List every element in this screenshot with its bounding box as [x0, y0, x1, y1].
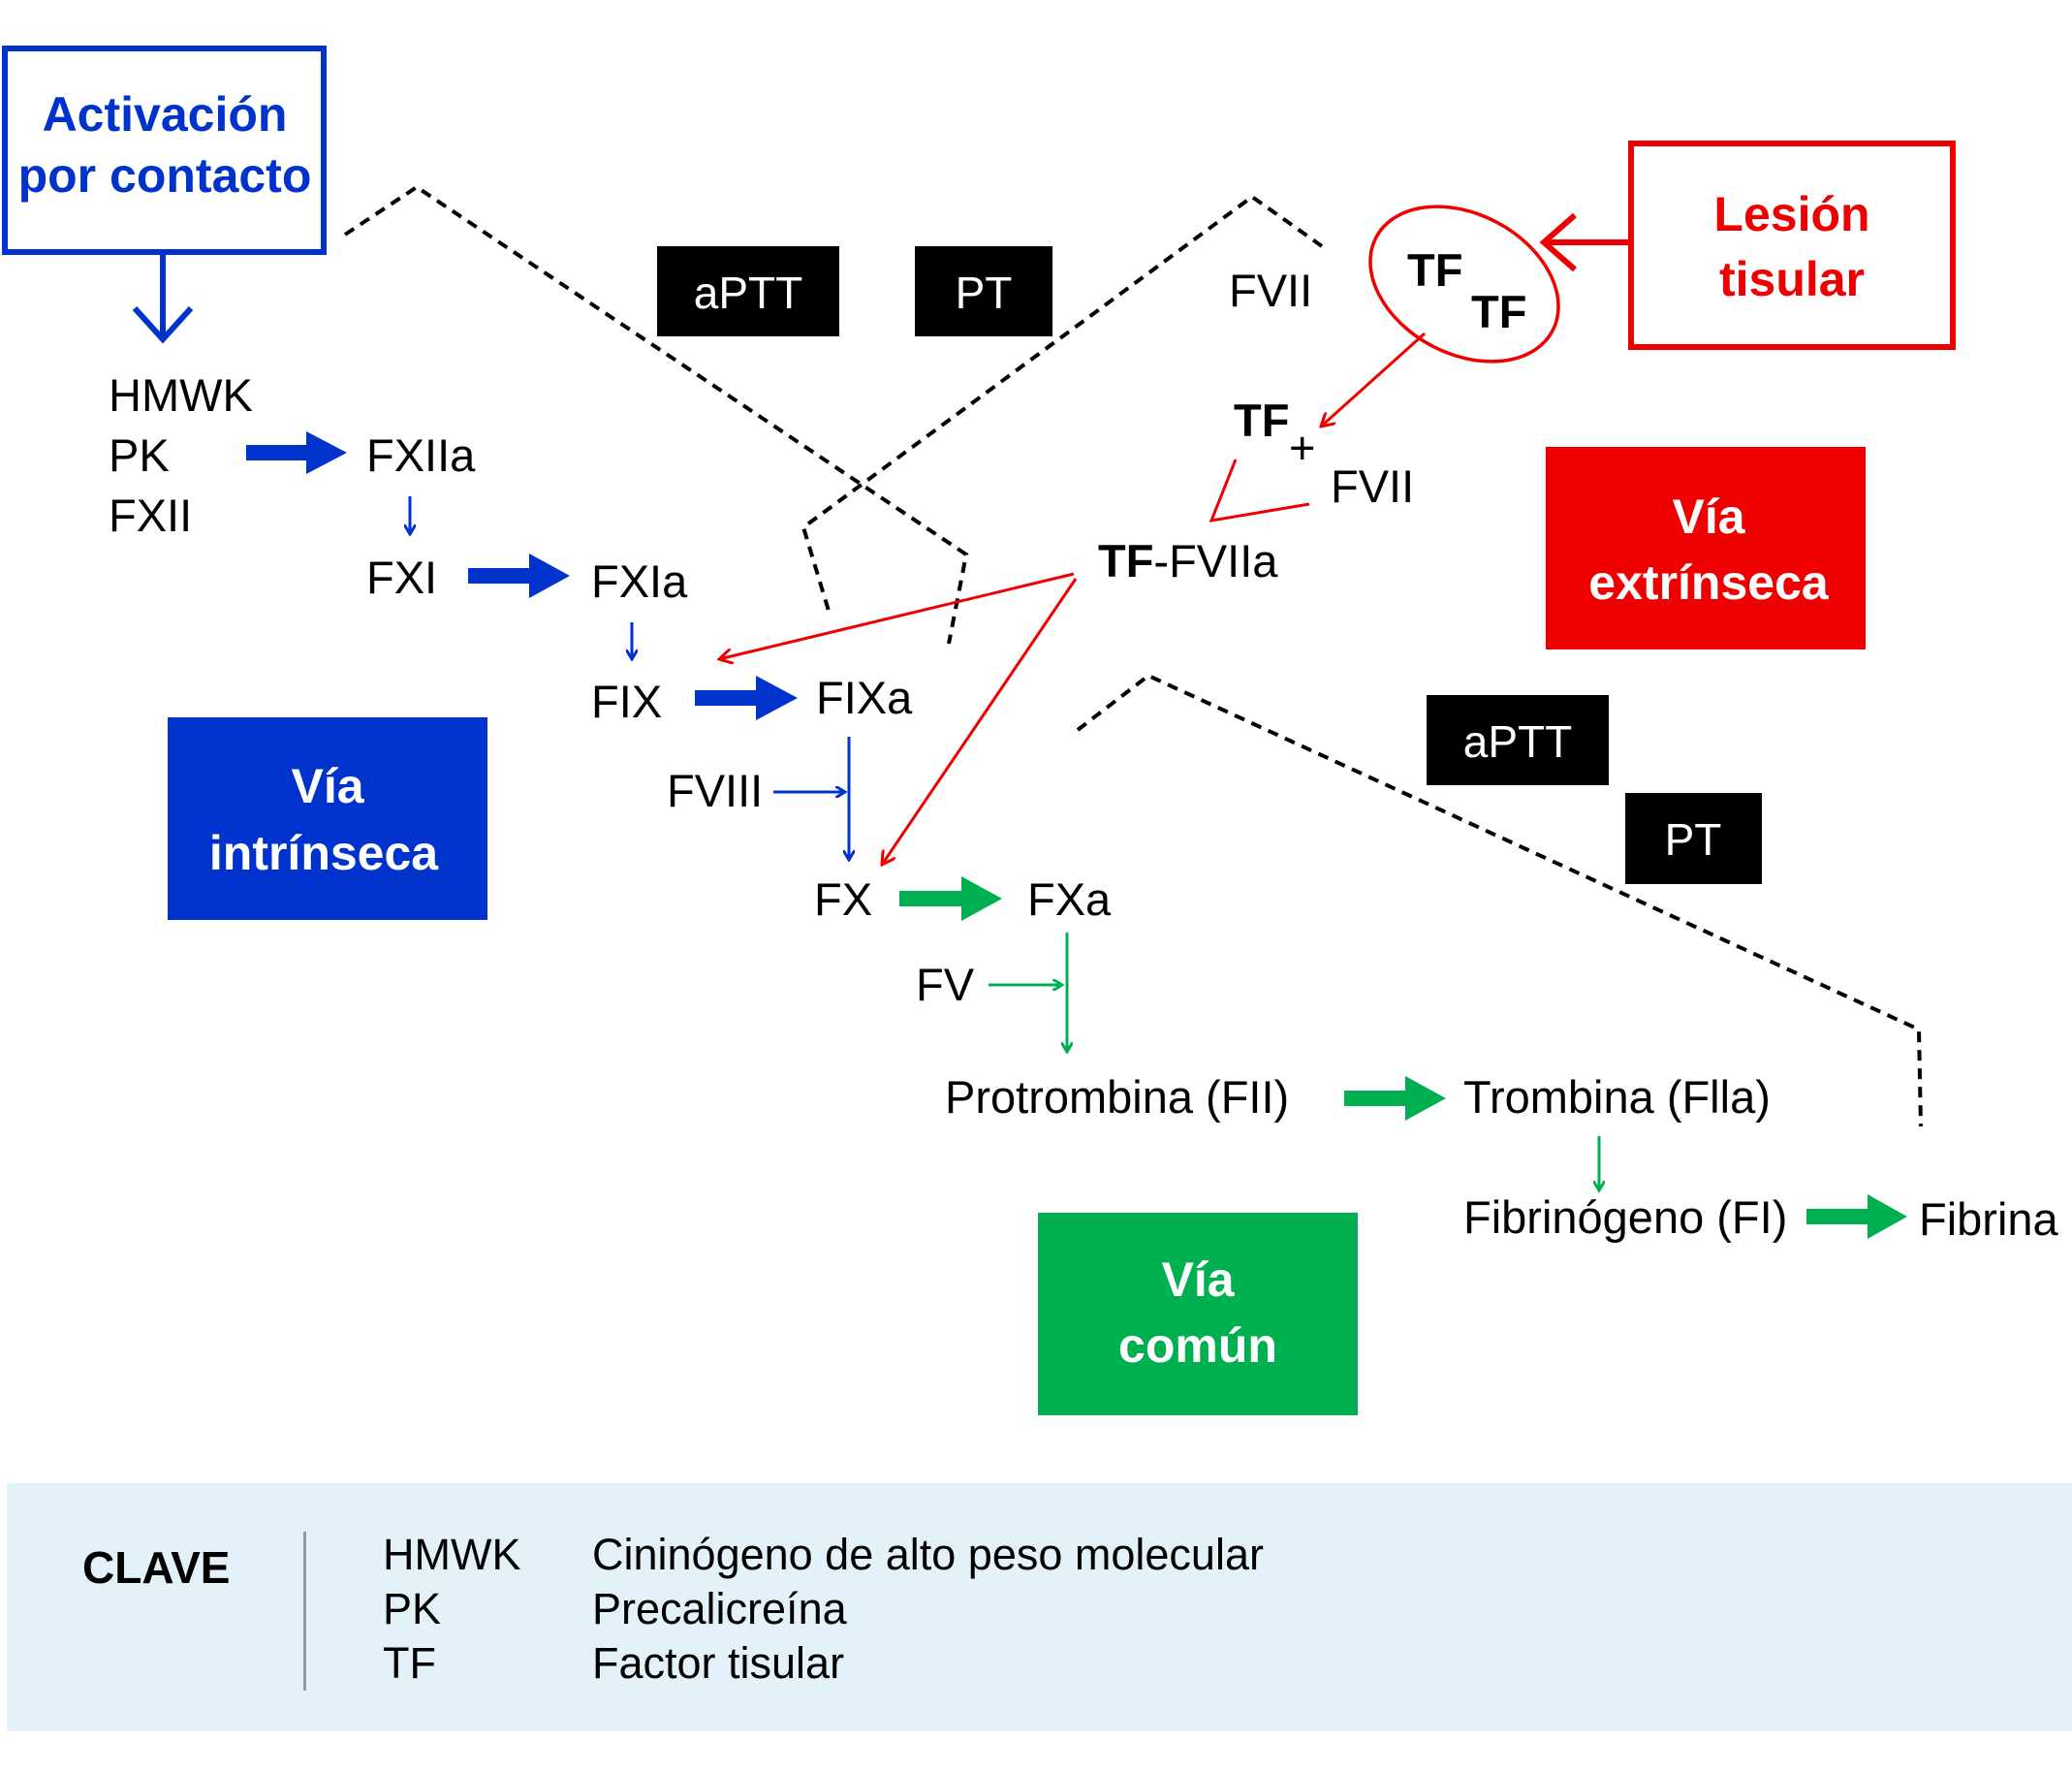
factor-fibrin: Fibrina — [1919, 1193, 2059, 1245]
tf-label-c: TF — [1234, 395, 1289, 446]
key-divider — [303, 1532, 306, 1691]
tf-fviia-rest-part: -FVIIa — [1153, 535, 1278, 586]
contact-activation-line2: por contacto — [18, 148, 312, 203]
common-pathway-box: Vía común — [1038, 1213, 1358, 1415]
tf-fviia-complex: TF-FVIIa — [1098, 535, 1278, 586]
factor-fxia: FXIa — [591, 555, 688, 607]
contact-activation-box: Activación por contacto — [2, 46, 327, 255]
arrow-fibrinogen-to-fibrin — [1806, 1194, 1907, 1239]
aptt-bracket-intrinsic — [343, 184, 969, 645]
extrinsic-pathway-line2: extrínseca — [1588, 555, 1830, 610]
tissue-injury-line1: Lesión — [1713, 187, 1869, 241]
arrow-fix-to-fixa — [695, 676, 798, 720]
factor-fx: FX — [814, 873, 872, 925]
pt-test-box-right: PT — [1625, 793, 1762, 884]
factor-fvii-mid: FVII — [1331, 460, 1414, 512]
key-definition: Precalicreína — [592, 1584, 847, 1633]
aptt-test-box-top: aPTT — [657, 246, 839, 336]
contact-activation-arrow — [132, 255, 194, 344]
intrinsic-pathway-line2: intrínseca — [209, 826, 439, 880]
key-panel: CLAVE HMWK Cininógeno de alto peso molec… — [7, 1483, 2072, 1731]
arrow-tf-ellipse-to-tf — [1321, 332, 1427, 427]
tf-fviia-tf-part: TF — [1098, 535, 1153, 586]
factor-thrombin: Trombina (Flla) — [1463, 1071, 1771, 1123]
tissue-factor-ellipse — [1368, 205, 1560, 364]
arrow-fx-to-fxa — [899, 876, 1002, 921]
aptt-test-box-right: aPTT — [1427, 695, 1609, 785]
tissue-injury-arrow — [1539, 212, 1630, 272]
factor-fxa: FXa — [1027, 873, 1112, 925]
key-definition: Cininógeno de alto peso molecular — [592, 1530, 1264, 1579]
key-definition: Factor tisular — [592, 1638, 845, 1688]
extrinsic-pathway-line1: Vía — [1672, 490, 1745, 544]
factor-fxii: FXII — [109, 490, 192, 541]
key-abbr: HMWK — [383, 1530, 521, 1579]
common-pathway-line1: Vía — [1161, 1252, 1235, 1307]
tf-label-a: TF — [1407, 244, 1462, 296]
factor-fxiia: FXIIa — [366, 429, 476, 481]
common-pathway-line2: común — [1118, 1318, 1277, 1373]
intrinsic-pathway-box: Vía intrínseca — [168, 717, 487, 920]
tissue-injury-line2: tisular — [1719, 252, 1865, 306]
common-pathway-bracket — [1076, 673, 1923, 1127]
aptt-test-label-right: aPTT — [1463, 716, 1572, 767]
arrow-prothrombin-to-thrombin — [1344, 1076, 1446, 1121]
factor-fviii: FVIII — [667, 765, 763, 816]
key-abbr: TF — [383, 1638, 436, 1688]
factor-fixa: FIXa — [816, 672, 913, 723]
pt-test-box-top: PT — [915, 246, 1052, 336]
extrinsic-pathway-box: Vía extrínseca — [1546, 447, 1866, 649]
contact-activation-line1: Activación — [43, 87, 288, 142]
key-abbr: PK — [383, 1584, 442, 1633]
intrinsic-pathway-line1: Vía — [291, 759, 364, 813]
tf-label-b: TF — [1471, 286, 1526, 337]
factor-fxi: FXI — [366, 552, 437, 603]
arrow-complex-to-fix — [719, 572, 1075, 659]
arrow-fxi-to-fxia — [468, 554, 570, 598]
factor-pk: PK — [109, 429, 170, 481]
arrow-tf-fvii-to-complex — [1209, 459, 1310, 522]
factor-fix: FIX — [591, 676, 662, 727]
tissue-injury-box: Lesión tisular — [1628, 141, 1956, 350]
factor-hmwk: HMWK — [109, 369, 253, 421]
pt-test-label-right: PT — [1665, 814, 1722, 865]
arrow-pk-to-fxiia — [246, 431, 347, 474]
aptt-test-label-top: aPTT — [694, 268, 802, 318]
factor-fvii-top: FVII — [1229, 265, 1312, 316]
arrow-complex-to-fx — [882, 578, 1078, 865]
factor-fv: FV — [916, 959, 975, 1010]
plus-sign: + — [1289, 422, 1315, 473]
pt-test-label-top: PT — [956, 268, 1013, 318]
key-title: CLAVE — [82, 1542, 231, 1593]
factor-fibrinogen: Fibrinógeno (FI) — [1463, 1191, 1787, 1243]
factor-prothrombin: Protrombina (FII) — [945, 1071, 1289, 1123]
pt-bracket-extrinsic — [801, 194, 1324, 612]
